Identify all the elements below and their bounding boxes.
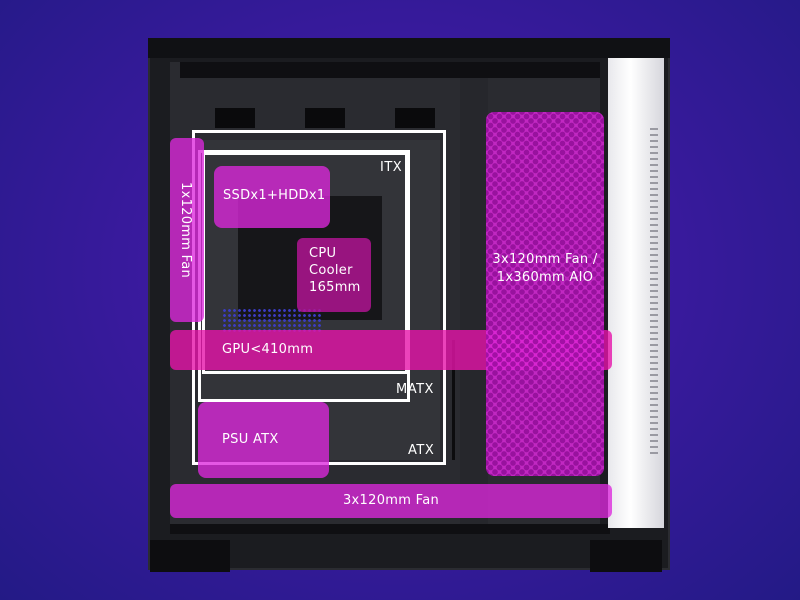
bottom-fan-zone: 3x120mm Fan [170, 484, 612, 518]
gpu-label: GPU<410mm [222, 342, 314, 357]
ssd-hdd-zone: SSDx1+HDDx1 [214, 166, 330, 228]
cpu-label-line3: 165mm [309, 280, 361, 295]
bottom-fan-label: 3x120mm Fan [342, 493, 440, 508]
front-fan-zone: 3x120mm Fan / 1x360mm AIO [486, 112, 604, 476]
cable-channel [452, 340, 455, 460]
front-fan-label-line1: 3x120mm Fan / [492, 252, 598, 267]
front-fan-label-line2: 1x360mm AIO [496, 270, 594, 285]
top-vent-slot [305, 108, 345, 128]
bottom-rail [170, 524, 610, 534]
top-vent-slot [215, 108, 255, 128]
glass-perforation [650, 128, 658, 458]
case-foot-left [150, 540, 230, 572]
side-fan-zone: 1x120mm Fan [170, 138, 204, 322]
cpu-label-line1: CPU [309, 246, 337, 261]
top-vent-slot [395, 108, 435, 128]
top-rail [180, 62, 600, 78]
case-foot-right [590, 540, 662, 572]
side-fan-label: 1x120mm Fan [178, 182, 193, 279]
matx-label: MATX [396, 382, 434, 397]
case-top-panel [148, 38, 670, 58]
mesh-vent [222, 308, 322, 332]
cpu-cooler-zone: CPU Cooler 165mm [297, 238, 371, 312]
itx-label: ITX [380, 160, 403, 175]
center-pillar [460, 78, 488, 528]
cpu-label-line2: Cooler [309, 263, 353, 278]
ssd-hdd-label: SSDx1+HDDx1 [223, 188, 326, 203]
atx-label: ATX [408, 443, 435, 458]
psu-zone: PSU ATX [198, 402, 329, 478]
psu-label: PSU ATX [222, 432, 279, 447]
